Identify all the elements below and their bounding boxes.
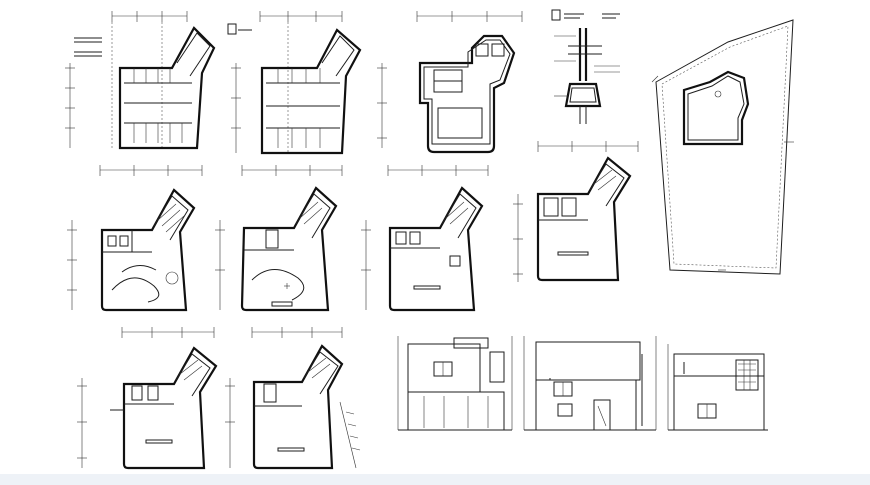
basement-parking-plan-1[interactable]	[62, 8, 222, 158]
ground-floor-plan-3[interactable]	[358, 160, 508, 320]
furniture	[557, 251, 589, 256]
building-outline	[118, 26, 216, 150]
walls	[536, 156, 632, 282]
rear-elevation[interactable]	[664, 340, 774, 434]
dimension-lines	[377, 11, 523, 148]
parking-bays	[124, 32, 211, 143]
furniture	[413, 255, 461, 290]
dimension-lines	[67, 165, 203, 310]
ground-floor-plan-1[interactable]	[62, 160, 222, 320]
site-dimensions	[651, 75, 794, 271]
elevation-lines	[397, 336, 513, 431]
furniture	[251, 269, 305, 307]
detail-notes	[551, 9, 620, 21]
upper-floor-plan-1[interactable]	[74, 322, 226, 472]
parking-bays	[266, 35, 355, 148]
elevation-lines	[523, 336, 657, 431]
section-detail[interactable]	[540, 6, 640, 131]
dimension-lines	[513, 141, 639, 282]
dimension-lines	[231, 11, 343, 153]
dimension-lines	[65, 11, 188, 148]
title-block-lines	[227, 23, 252, 35]
furniture	[107, 235, 179, 303]
dimension-lines	[215, 165, 343, 310]
walls	[110, 346, 218, 470]
ground-floor-plan-2[interactable]	[212, 160, 362, 320]
front-elevation[interactable]	[394, 334, 518, 434]
basement-parking-plan-2[interactable]	[222, 8, 372, 158]
elevation-lines	[667, 344, 768, 431]
footing-outline	[418, 34, 516, 154]
dimension-lines	[77, 327, 215, 468]
site-plan[interactable]	[648, 12, 808, 282]
plot-boundary	[655, 19, 794, 275]
upper-floor-plan-2[interactable]	[222, 322, 362, 472]
dimension-lines	[361, 165, 489, 310]
furniture	[277, 447, 305, 452]
building-outline	[260, 28, 362, 155]
walls	[100, 188, 196, 312]
walls	[388, 186, 484, 312]
foundation-plan[interactable]	[372, 8, 532, 158]
walls	[252, 344, 361, 470]
bottom-strip	[0, 474, 870, 485]
dimension-lines	[225, 327, 343, 468]
building-footprint	[682, 70, 750, 146]
furniture	[145, 439, 173, 444]
walls	[240, 186, 338, 312]
first-floor-plan[interactable]	[508, 134, 658, 289]
title-block-lines	[74, 37, 102, 57]
wall-section	[554, 28, 620, 124]
side-elevation[interactable]	[520, 334, 660, 434]
